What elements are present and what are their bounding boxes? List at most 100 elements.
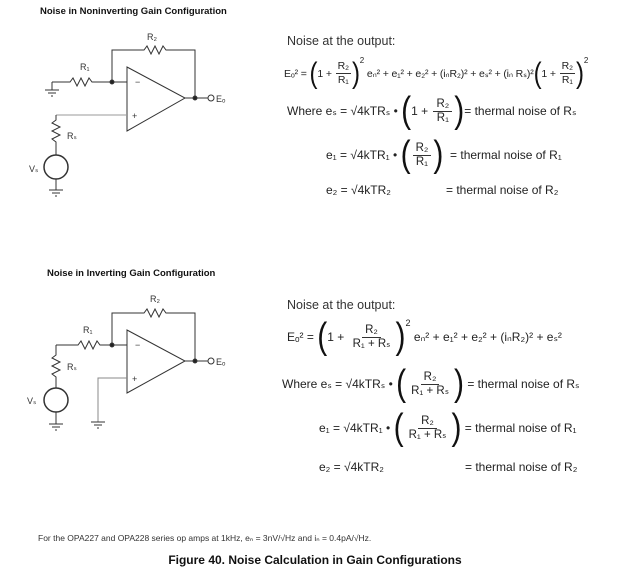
inverting-circuit bbox=[43, 307, 215, 431]
numerator: R₂ bbox=[559, 60, 575, 74]
exponent: 2 bbox=[583, 56, 589, 65]
footnote: For the OPA227 and OPA228 series op amps… bbox=[38, 533, 372, 543]
r2-feedback-wire bbox=[111, 44, 196, 98]
ground-icon bbox=[91, 421, 105, 429]
numerator: R₂ bbox=[412, 142, 432, 156]
r1-label: R₁ bbox=[80, 62, 90, 72]
lhs: Eₒ² = bbox=[284, 67, 310, 80]
rhs: = thermal noise of R₂ bbox=[446, 183, 559, 197]
rhs: = thermal noise of R₂ bbox=[465, 460, 578, 474]
r1-wire bbox=[52, 76, 127, 88]
rhs: = thermal noise of R₁ bbox=[443, 148, 562, 162]
rs-label: Rₛ bbox=[67, 131, 77, 141]
right-paren: ) bbox=[351, 56, 360, 90]
numerator: R₂ bbox=[335, 60, 351, 74]
figure-caption: Figure 40. Noise Calculation in Gain Con… bbox=[168, 553, 462, 567]
voltage-source bbox=[43, 154, 69, 180]
junction bbox=[109, 342, 115, 348]
right-paren: ) bbox=[395, 315, 406, 357]
rhs: = thermal noise of R₁ bbox=[461, 421, 577, 435]
plus-input-wire bbox=[97, 377, 127, 422]
terms: eₙ² + e₁² + e₂² + (iₙR₂)² + eₛ² + (iₙ Rₛ… bbox=[364, 67, 534, 80]
lhs: Where eₛ = √4kTRₛ • bbox=[282, 377, 397, 391]
r1-label: R₁ bbox=[83, 325, 93, 335]
denominator: R₁ + Rₛ bbox=[352, 337, 391, 350]
rs-resistor bbox=[50, 345, 62, 388]
plus-label: + bbox=[132, 374, 137, 384]
minus-label: − bbox=[135, 77, 140, 87]
output-terminal bbox=[207, 94, 215, 102]
output-terminal bbox=[207, 357, 215, 365]
one-plus: 1 + bbox=[327, 330, 348, 344]
rs-label: Rₛ bbox=[67, 362, 77, 372]
one-plus: 1 + bbox=[411, 104, 432, 118]
lhs: e₂ = √4kTR₂ bbox=[326, 183, 391, 197]
r2-label: R₂ bbox=[147, 32, 157, 42]
ground-icon bbox=[49, 412, 63, 431]
junction bbox=[192, 358, 198, 364]
right-paren: ) bbox=[454, 89, 465, 131]
junction bbox=[192, 95, 198, 101]
r2-feedback-wire bbox=[111, 307, 196, 361]
right-paren: ) bbox=[575, 56, 584, 90]
junction bbox=[109, 79, 115, 85]
vs-label: Vₛ bbox=[29, 164, 38, 174]
lhs: Eₒ² = bbox=[287, 330, 318, 344]
noninverting-e2-equation: e₂ = √4kTR₂ = thermal noise of R₂ bbox=[326, 183, 558, 197]
r1-wire bbox=[56, 339, 127, 351]
right-paren: ) bbox=[454, 362, 464, 404]
exponent: 2 bbox=[405, 318, 411, 328]
vs-label: Vₛ bbox=[27, 396, 36, 406]
noninverting-title: Noise in Noninverting Gain Configuration bbox=[40, 6, 227, 17]
numerator: R₂ bbox=[362, 324, 381, 338]
one-plus: 1 + bbox=[317, 67, 335, 80]
denominator: R₁ bbox=[561, 74, 573, 86]
rs-resistor bbox=[50, 115, 62, 155]
inverting-heading: Noise at the output: bbox=[287, 298, 396, 312]
numerator: R₂ bbox=[420, 371, 440, 385]
op-amp bbox=[126, 329, 187, 394]
lhs: e₂ = √4kTR₂ bbox=[319, 460, 384, 474]
denominator: R₁ bbox=[337, 74, 349, 86]
lhs: e₁ = √4kTR₁ • bbox=[326, 148, 401, 162]
inverting-e2-equation: e₂ = √4kTR₂ = thermal noise of R₂ bbox=[319, 460, 577, 474]
left-paren: ( bbox=[401, 89, 412, 131]
left-paren: ( bbox=[317, 315, 328, 357]
ground-icon bbox=[45, 82, 59, 97]
r2-label: R₂ bbox=[150, 294, 160, 304]
numerator: R₂ bbox=[418, 415, 437, 429]
lhs: Where eₛ = √4kTRₛ • bbox=[287, 104, 402, 118]
minus-label: − bbox=[135, 340, 140, 350]
output-label: Eₒ bbox=[216, 357, 226, 367]
lhs: e₁ = √4kTR₁ • bbox=[319, 421, 394, 435]
one-plus: 1 + bbox=[541, 67, 559, 80]
noninverting-heading: Noise at the output: bbox=[287, 34, 396, 48]
terms: eₙ² + e₁² + e₂² + (iₙR₂)² + eₛ² bbox=[410, 330, 562, 344]
exponent: 2 bbox=[359, 56, 365, 65]
noninverting-circuit bbox=[43, 44, 215, 197]
denominator: R₁ + Rₛ bbox=[408, 428, 447, 441]
ground-icon bbox=[49, 179, 63, 197]
right-paren: ) bbox=[433, 133, 444, 175]
output-label: Eₒ bbox=[216, 94, 226, 104]
denominator: R₁ bbox=[436, 111, 449, 124]
right-paren: ) bbox=[451, 406, 462, 448]
rhs: = thermal noise of Rₛ bbox=[464, 377, 580, 391]
left-paren: ( bbox=[309, 56, 318, 90]
denominator: R₁ + Rₛ bbox=[411, 384, 449, 397]
voltage-source bbox=[43, 387, 69, 413]
left-paren: ( bbox=[400, 133, 411, 175]
